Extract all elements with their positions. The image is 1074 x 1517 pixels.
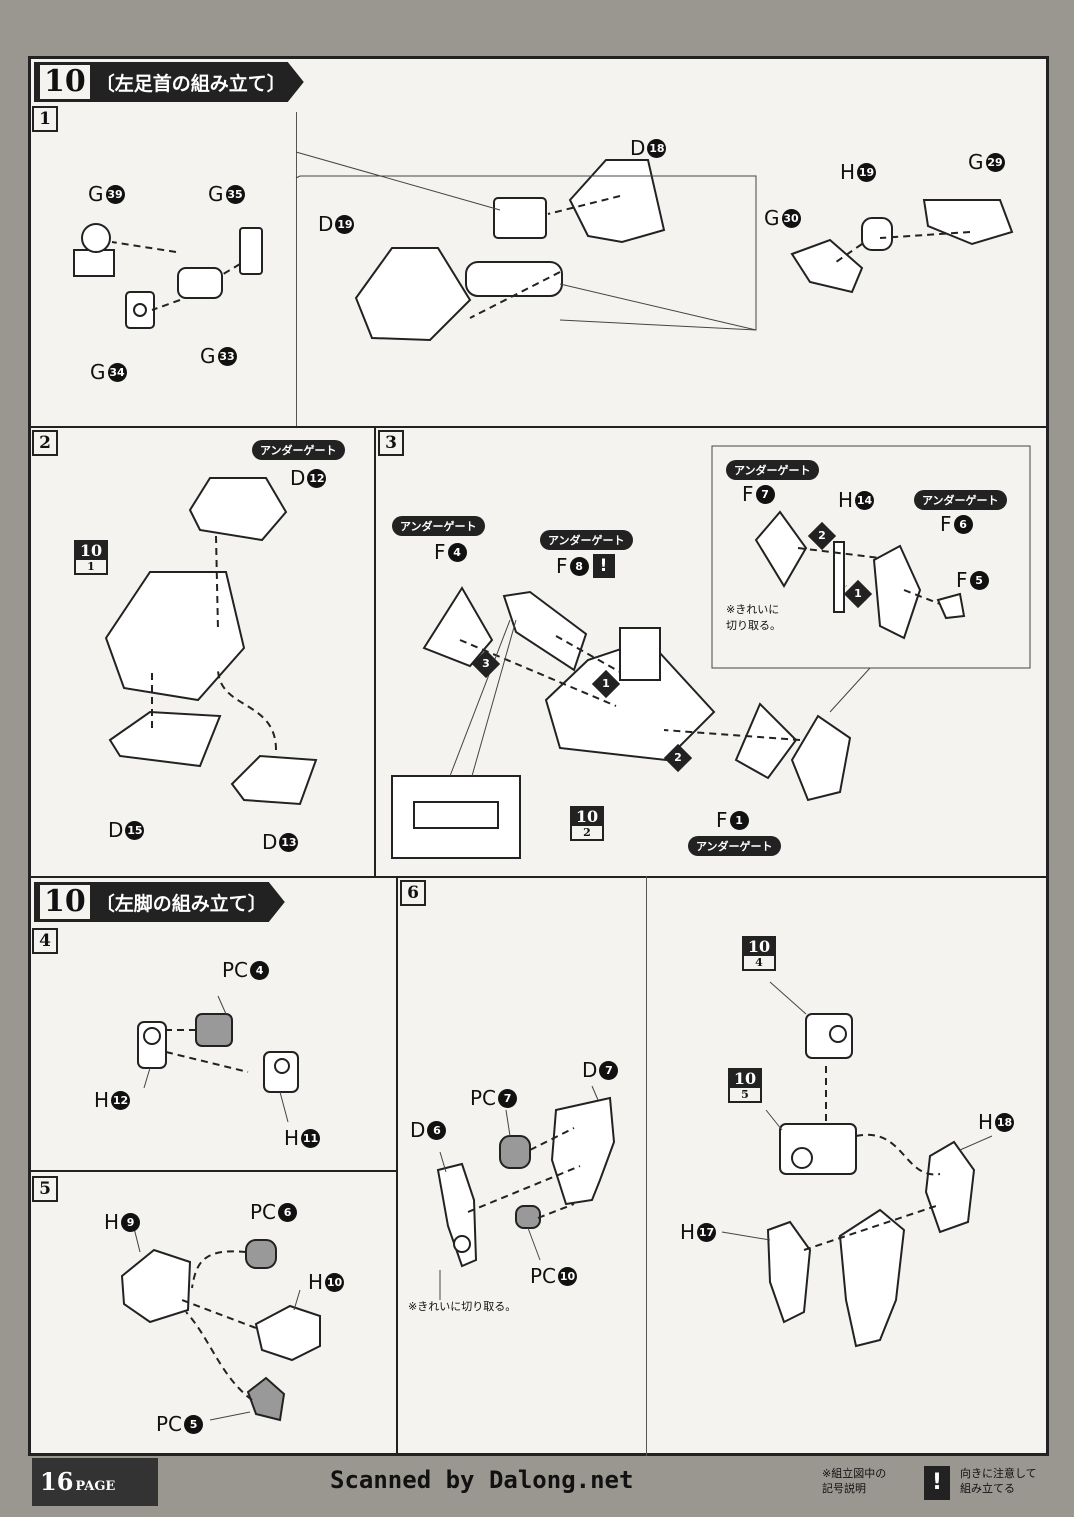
section-number: 10 — [40, 885, 90, 919]
divider-step1-inner — [296, 112, 297, 426]
section-header-leg: 10 〔左脚の組み立て〕 — [34, 882, 285, 922]
section-number: 10 — [40, 65, 90, 99]
section-header-ankle: 10 〔左足首の組み立て〕 — [34, 62, 304, 102]
under-gate-badge-f6: アンダーゲート — [914, 490, 1007, 510]
under-gate-badge-f8: アンダーゲート — [540, 530, 633, 550]
step-number-4: 4 — [32, 928, 58, 954]
under-gate-badge-f7: アンダーゲート — [726, 460, 819, 480]
legend-text: 向きに注意して 組み立てる — [960, 1467, 1037, 1495]
step-number-3: 3 — [378, 430, 404, 456]
cut-cleanly-note: ※きれいに 切り取る。 — [726, 603, 781, 632]
section-title: 〔左脚の組み立て〕 — [95, 892, 267, 915]
divider-step4-6 — [396, 876, 398, 1456]
step-number-6: 6 — [400, 880, 426, 906]
divider-step6-inner — [646, 876, 647, 1456]
step-number-2: 2 — [32, 430, 58, 456]
divider-step2-3 — [374, 426, 376, 876]
step-number-5: 5 — [32, 1176, 58, 1202]
legend-title: ※組立図中の 記号説明 — [822, 1467, 887, 1495]
scan-credit: Scanned by Dalong.net — [330, 1466, 634, 1494]
divider-step4-5 — [28, 1170, 396, 1172]
under-gate-badge: アンダーゲート — [252, 440, 345, 460]
divider-row-1 — [28, 426, 1049, 428]
under-gate-badge-f4: アンダーゲート — [392, 516, 485, 536]
cut-cleanly-note: ※きれいに切り取る。 — [408, 1300, 517, 1313]
orientation-warning-icon: ! — [592, 554, 615, 578]
divider-row-2 — [28, 876, 1049, 878]
section-title: 〔左足首の組み立て〕 — [95, 72, 286, 95]
under-gate-badge-f1: アンダーゲート — [688, 836, 781, 856]
step-number-1: 1 — [32, 106, 58, 132]
legend-warning-icon: ! — [924, 1466, 950, 1500]
